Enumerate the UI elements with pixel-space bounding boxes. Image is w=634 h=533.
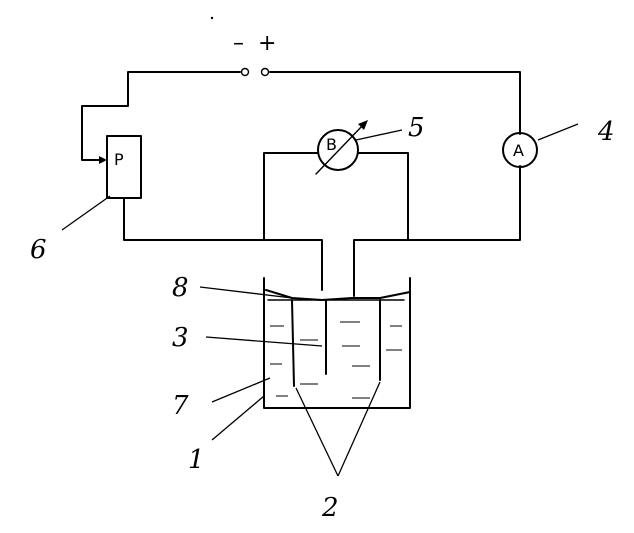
leader-6 [61,195,111,231]
leader-3 [205,336,323,347]
wiring [81,71,521,297]
power-source: – + [233,31,276,77]
leader-4 [537,123,579,141]
label-1: 1 [188,445,205,475]
leader-7 [211,377,271,403]
electrode-holder [265,289,411,301]
wire-top-right [269,71,521,135]
electrolysis-vessel [263,277,411,409]
label-5: 5 [408,113,425,143]
regulator-box [106,135,142,199]
wire-left-down [123,197,323,291]
wire-top-left [81,71,241,161]
voltmeter: B [315,120,368,175]
leader-5 [355,129,403,141]
wire-arrowhead [99,156,107,164]
ammeter: A [502,132,538,168]
voltmeter-needle [315,123,365,175]
stray-dot [210,16,214,20]
electrolyte-hatching [270,321,402,399]
leader-lines [61,123,579,477]
voltmeter-label: B [326,135,337,154]
leader-8 [199,286,293,299]
label-8: 8 [172,273,189,303]
ammeter-circle [502,132,538,168]
label-4: 4 [597,117,615,147]
ammeter-label: A [513,141,524,160]
wire-right-down [353,165,521,297]
label-6: 6 [30,235,47,265]
wire-voltmeter-right [357,152,409,241]
wire-voltmeter-left [263,152,319,241]
regulator-label: P [114,150,124,169]
label-2: 2 [321,493,339,523]
leader-1 [211,395,265,441]
part-labels: 1 2 3 4 5 6 7 8 [30,113,615,523]
label-7: 7 [172,391,189,421]
leader-2a [295,387,339,477]
minus-sign: – [233,31,244,56]
voltmeter-needle-tip [358,120,368,130]
regulator: P [106,135,142,199]
electrode-left [291,299,295,387]
vessel-walls [263,277,411,409]
positive-terminal [260,67,270,77]
plus-sign: + [258,31,276,56]
negative-terminal [240,67,250,77]
leader-2b [337,381,381,477]
voltmeter-circle [317,129,359,171]
label-3: 3 [172,323,189,353]
